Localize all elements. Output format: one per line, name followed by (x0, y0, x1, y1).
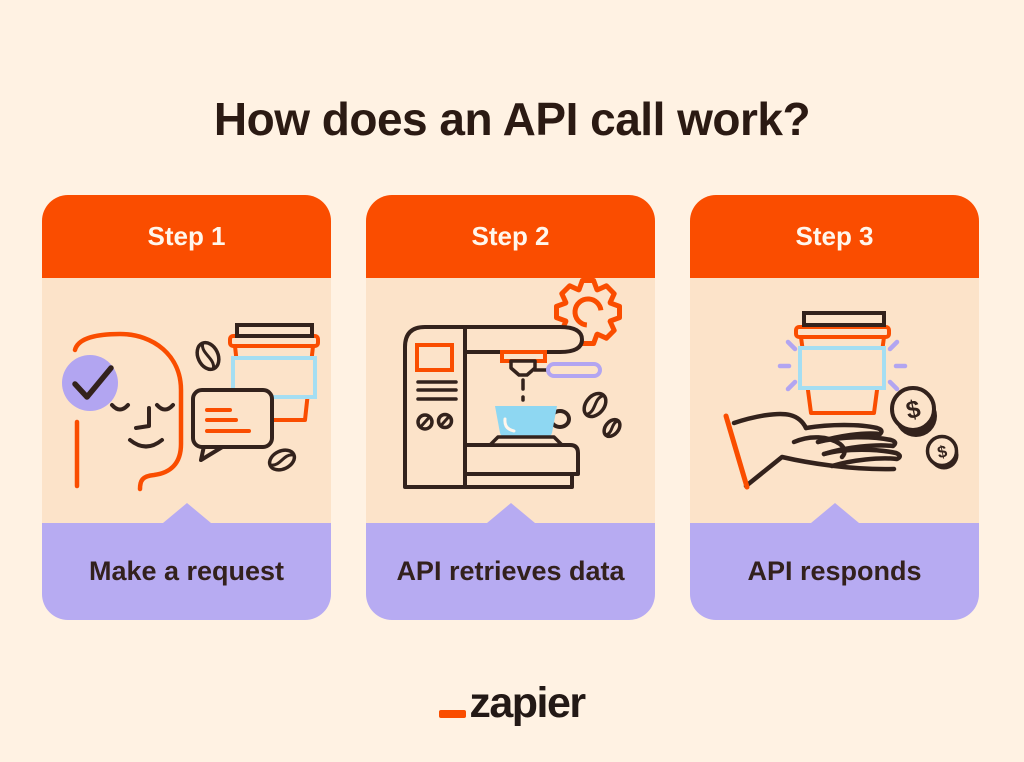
step-card-3: Step 3 (690, 195, 979, 620)
hand-serving-coffee-icon: $ $ (723, 311, 959, 490)
zapier-logo-text: zapier (469, 679, 586, 727)
step-2-label: Step 2 (471, 221, 550, 251)
step-1-caption-bar: Make a request (42, 503, 331, 620)
step-1-caption: Make a request (88, 556, 285, 586)
zapier-logo: zapier (0, 679, 1024, 728)
step-3-illustration-area: $ $ (690, 278, 979, 523)
step-2-caption-bar: API retrieves data (366, 503, 655, 620)
caption-notch (810, 503, 859, 523)
svg-text:$: $ (936, 442, 950, 463)
svg-text:$: $ (903, 395, 923, 425)
step-card-1: Step 1 (42, 195, 331, 620)
step-1-label: Step 1 (147, 221, 226, 251)
person-ordering-coffee-icon (62, 323, 320, 492)
step-3-caption-bar: API responds (690, 503, 979, 620)
caption-notch (486, 503, 535, 523)
step-3-header: Step 3 (690, 195, 979, 278)
step-2-header: Step 2 (366, 195, 655, 278)
step-2-caption: API retrieves data (396, 556, 625, 586)
step-1-header: Step 1 (42, 195, 331, 278)
coffee-machine-icon (403, 278, 622, 489)
step-card-2: Step 2 (366, 195, 655, 620)
step-2-illustration-area (366, 278, 655, 523)
caption-notch (162, 503, 211, 523)
page-title: How does an API call work? (213, 93, 811, 145)
step-3-caption: API responds (747, 556, 922, 586)
step-3-label: Step 3 (795, 221, 874, 251)
step-1-illustration-area (42, 278, 331, 523)
zapier-logo-underscore-mark (439, 710, 467, 718)
steps-row: Step 1 (42, 195, 979, 620)
